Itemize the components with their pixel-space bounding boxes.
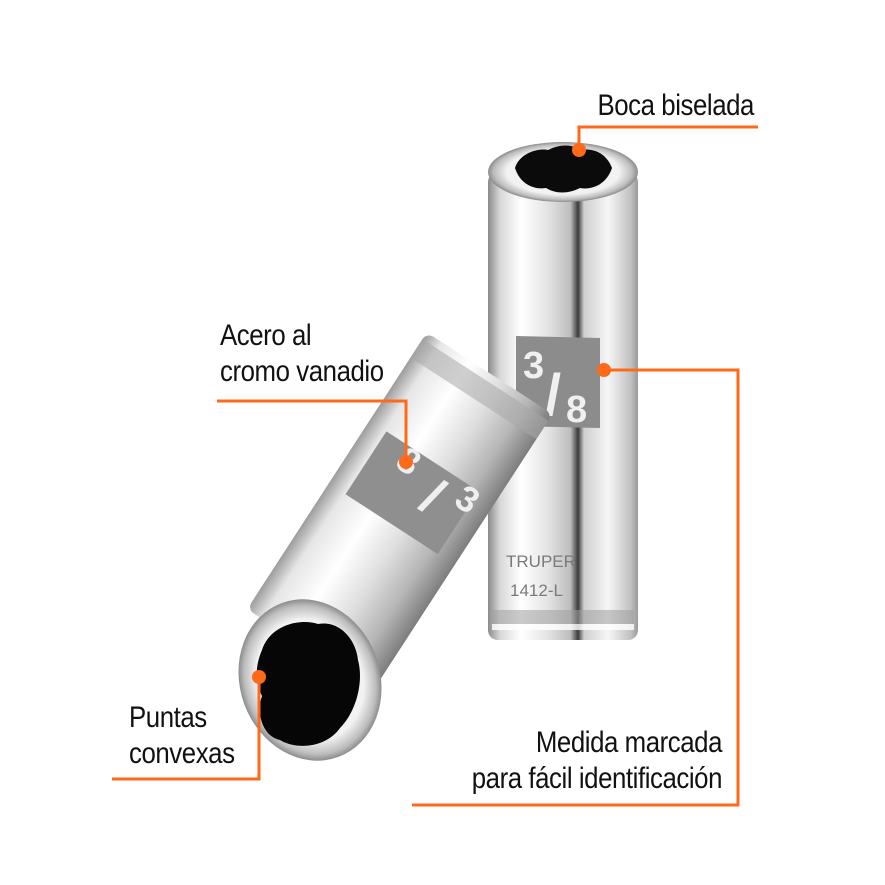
callout-dot-acero bbox=[399, 455, 413, 469]
callout-dots bbox=[252, 143, 611, 684]
callout-line-acero bbox=[217, 399, 408, 460]
model-engraving: 1412-L bbox=[510, 581, 563, 600]
upright-socket: 3 / 8 TRUPER 1412-L bbox=[488, 142, 638, 640]
callout-puntas-convexas: Puntas convexas bbox=[129, 701, 235, 770]
svg-text:/: / bbox=[545, 363, 561, 428]
callout-line-medida bbox=[412, 368, 740, 807]
callout-dot-boca bbox=[572, 143, 586, 157]
callout-dot-medida bbox=[597, 363, 611, 377]
brand-engraving: TRUPER bbox=[506, 552, 576, 571]
svg-text:3: 3 bbox=[523, 345, 544, 387]
callout-line-boca bbox=[577, 125, 758, 148]
callout-acero-cromo-vanadio: Acero al cromo vanadio bbox=[220, 319, 384, 388]
svg-text:8: 8 bbox=[566, 389, 587, 431]
lying-socket: 3 / 8 bbox=[250, 335, 550, 688]
callout-boca-biselada: Boca biselada bbox=[597, 89, 755, 122]
callout-medida-marcada: Medida marcada para fácil identificación bbox=[471, 726, 723, 795]
callout-line-puntas bbox=[112, 678, 261, 781]
lying-socket-opening bbox=[238, 599, 382, 761]
callout-lines bbox=[112, 125, 758, 807]
callout-dot-puntas bbox=[252, 670, 266, 684]
